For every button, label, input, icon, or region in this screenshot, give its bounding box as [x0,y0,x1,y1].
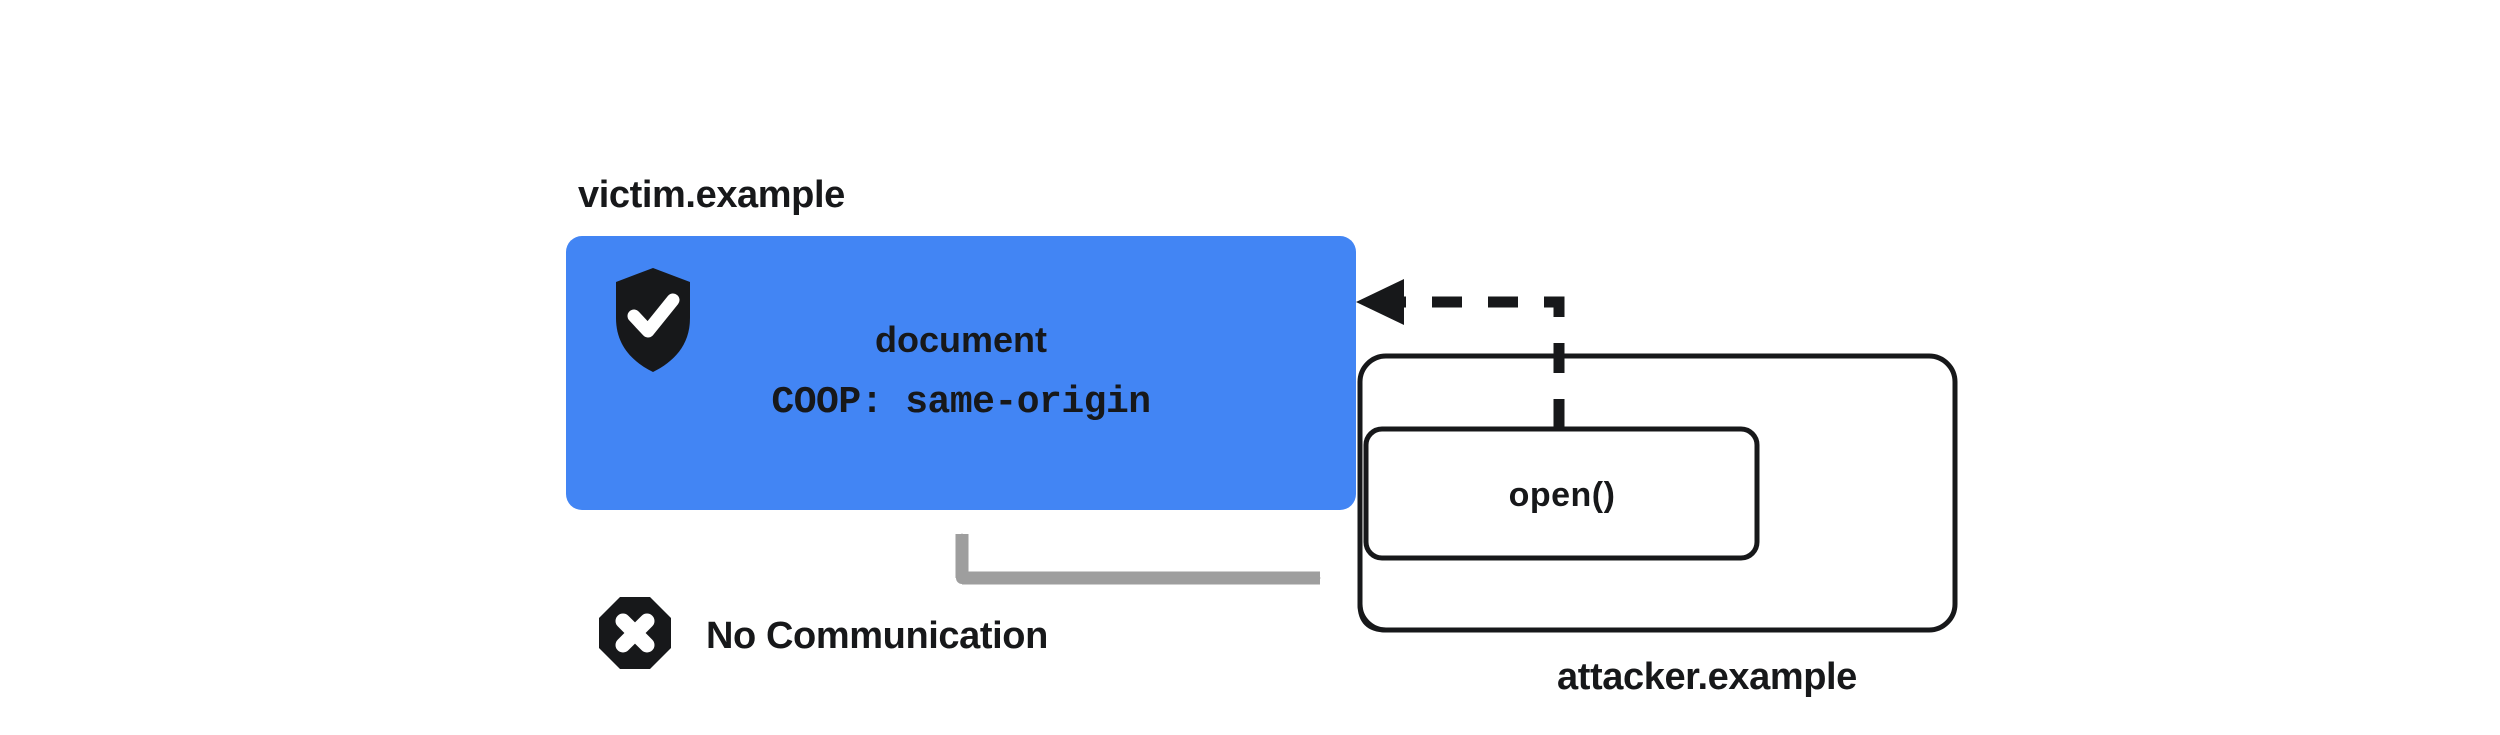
open-call-label: open() [1509,476,1616,514]
shield-check-icon [616,268,690,372]
open-dashed-arrow-path [1395,296,1565,429]
attacker-container-left-border-segment [1357,510,1387,633]
open-dashed-arrowhead [1356,279,1404,325]
victim-document-label: document [875,319,1047,360]
victim-origin-label: victim.example [578,174,845,216]
no-communication-arrows [955,533,1321,585]
no-communication-badge: No Communication [599,597,1048,669]
no-communication-arrow-corner [956,572,968,584]
octagon-x-icon [599,597,671,669]
attacker-origin-label: attacker.example [1557,656,1857,698]
attacker-container [1357,353,1958,633]
victim-box: document COOP: same-origin [566,236,1356,510]
victim-coop-header-label: COOP: same-origin [771,381,1150,424]
open-call-box: open() [1363,426,1760,561]
open-dashed-arrow [1356,279,1565,429]
no-communication-label: No Communication [706,615,1048,657]
attacker-container-outline [1357,353,1958,633]
victim-box-background [566,236,1356,510]
